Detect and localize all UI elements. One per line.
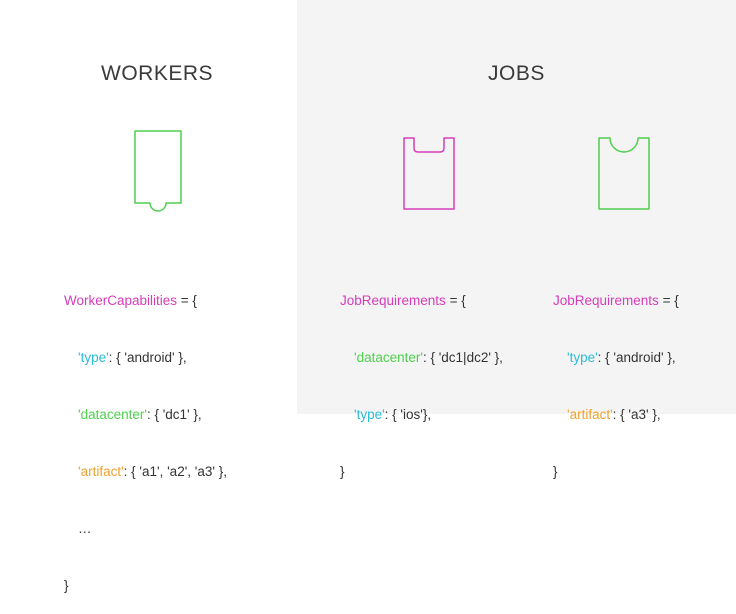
worker-val-datacenter: : { 'dc1' }, bbox=[146, 407, 202, 422]
worker-tab-shape bbox=[134, 130, 182, 212]
job1-val-type: : { 'ios'}, bbox=[384, 407, 432, 422]
worker-key-artifact: 'artifact' bbox=[78, 464, 124, 479]
worker-val-artifact: : { 'a1', 'a2', 'a3' }, bbox=[123, 464, 227, 479]
worker-key-datacenter: 'datacenter' bbox=[78, 407, 147, 422]
job1-key-type: 'type' bbox=[354, 407, 385, 422]
job1-var-name: JobRequirements bbox=[340, 293, 446, 308]
job2-assign: = { bbox=[658, 293, 679, 308]
job2-close-brace: } bbox=[553, 464, 558, 479]
job2-requirements-code: JobRequirements = { 'type': { 'android' … bbox=[553, 253, 679, 500]
worker-var-name: WorkerCapabilities bbox=[64, 293, 178, 308]
job1-close-brace: } bbox=[340, 464, 345, 479]
job1-val-datacenter: : { 'dc1|dc2' }, bbox=[422, 350, 503, 365]
job2-val-type: : { 'android' }, bbox=[597, 350, 676, 365]
job2-key-type: 'type' bbox=[567, 350, 598, 365]
worker-val-type: : { 'android' }, bbox=[108, 350, 187, 365]
worker-key-type: 'type' bbox=[78, 350, 109, 365]
job2-val-artifact: : { 'a3' }, bbox=[612, 407, 661, 422]
worker-assign: = { bbox=[177, 293, 197, 308]
worker-capabilities-code: WorkerCapabilities = { 'type': { 'androi… bbox=[64, 253, 227, 614]
job1-assign: = { bbox=[445, 293, 466, 308]
job2-notch-shape bbox=[598, 137, 650, 210]
job2-key-artifact: 'artifact' bbox=[567, 407, 613, 422]
job1-requirements-code: JobRequirements = { 'datacenter': { 'dc1… bbox=[340, 253, 503, 500]
worker-close-brace: } bbox=[64, 578, 69, 593]
jobs-heading: JOBS bbox=[488, 62, 545, 85]
worker-ellipsis: … bbox=[78, 521, 92, 536]
workers-panel bbox=[0, 0, 297, 414]
workers-heading: WORKERS bbox=[101, 62, 214, 85]
jobs-panel bbox=[297, 0, 736, 414]
job1-notch-shape bbox=[403, 137, 455, 210]
job2-var-name: JobRequirements bbox=[553, 293, 659, 308]
job1-key-datacenter: 'datacenter' bbox=[354, 350, 423, 365]
